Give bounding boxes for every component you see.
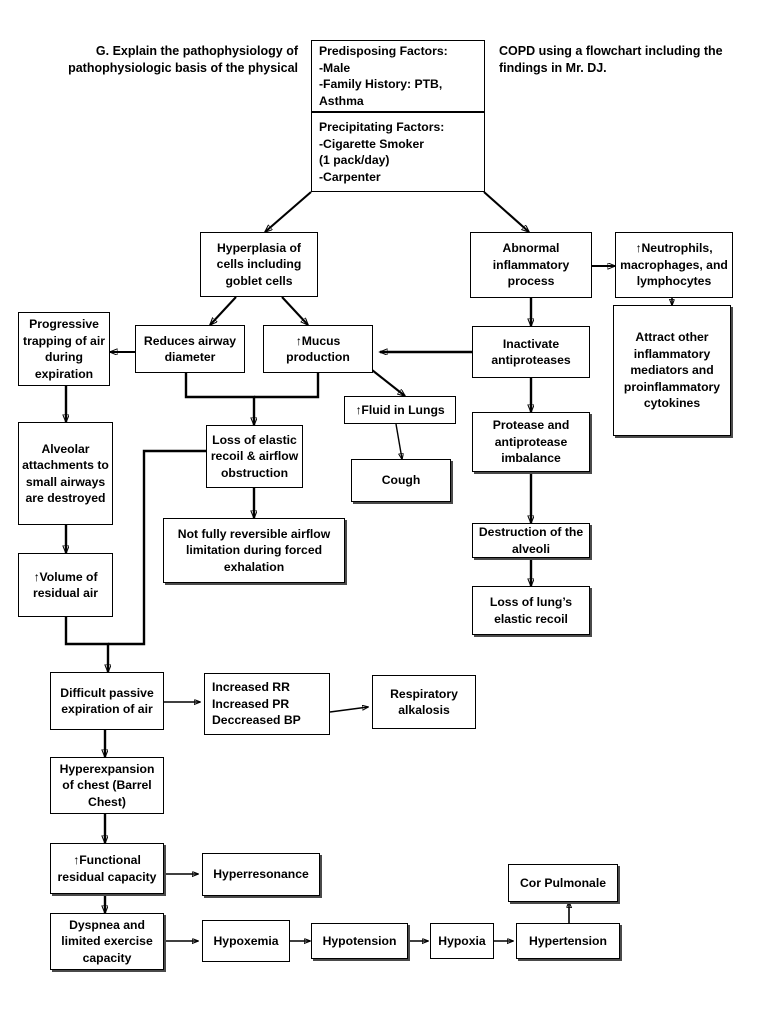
node-label: ↑Functional residual capacity: [57, 853, 157, 884]
node-label: Inactivate antiproteases: [491, 336, 571, 368]
node-label: Loss of lung’s elastic recoil: [489, 595, 573, 626]
node-label: Cor Pulmonale: [519, 875, 606, 890]
node-hypotension[interactable]: Hypotension: [311, 923, 408, 959]
node-difficult-passive-expiration[interactable]: Difficult passive expiration of air: [50, 672, 164, 730]
node-functional-residual-capacity[interactable]: ↑Functional residual capacity: [50, 843, 164, 894]
node-loss-lung-elastic-recoil[interactable]: Loss of lung’s elastic recoil: [472, 586, 590, 635]
node-volume-residual-air[interactable]: ↑Volume of residual air: [18, 553, 113, 617]
node-reduces-airway-diameter[interactable]: Reduces airway diameter: [135, 325, 245, 373]
node-label: Increased RR Increased PR Deccreased BP: [212, 680, 301, 728]
node-respiratory-alkalosis[interactable]: Respiratory alkalosis: [372, 675, 476, 729]
node-hypertension[interactable]: Hypertension: [516, 923, 620, 959]
node-label: Cough: [381, 473, 421, 488]
node-destruction-of-alveoli[interactable]: Destruction of the alveoli: [472, 523, 590, 558]
node-label: Protease and antiprotease imbalance: [492, 418, 570, 466]
node-label: ↑Mucus production: [286, 333, 350, 365]
node-label: Respiratory alkalosis: [390, 686, 458, 718]
node-label: Difficult passive expiration of air: [60, 685, 154, 717]
node-label: Hyperresonance: [213, 867, 309, 882]
node-predisposing-factors[interactable]: Predisposing Factors: -Male -Family Hist…: [311, 40, 485, 112]
node-hyperexpansion-barrel-chest[interactable]: Hyperexpansion of chest (Barrel Chest): [50, 757, 164, 814]
node-abnormal-inflammatory-process[interactable]: Abnormal inflammatory process: [470, 232, 592, 298]
node-label: Destruction of the alveoli: [478, 525, 584, 556]
node-label: Hyperplasia of cells including goblet ce…: [216, 240, 302, 288]
node-label: Reduces airway diameter: [143, 333, 237, 365]
header-text-right: COPD using a flowchart including the fin…: [499, 44, 723, 75]
node-label: Hyperexpansion of chest (Barrel Chest): [59, 761, 155, 809]
node-label: ↑Neutrophils, macrophages, and lymphocyt…: [620, 241, 728, 289]
node-label: Alveolar attachments to small airways ar…: [22, 441, 109, 506]
node-label: Hypoxemia: [213, 933, 279, 948]
node-fluid-in-lungs[interactable]: ↑Fluid in Lungs: [344, 396, 456, 424]
node-alveolar-attachments-destroyed[interactable]: Alveolar attachments to small airways ar…: [18, 422, 113, 525]
node-hyperplasia[interactable]: Hyperplasia of cells including goblet ce…: [200, 232, 318, 297]
node-label: ↑Volume of residual air: [32, 569, 99, 601]
node-hypoxia[interactable]: Hypoxia: [430, 923, 494, 959]
header-text-left: G. Explain the pathophysiology of pathop…: [68, 44, 298, 75]
node-cor-pulmonale[interactable]: Cor Pulmonale: [508, 864, 618, 902]
node-loss-elastic-recoil-airflow-obstruction[interactable]: Loss of elastic recoil & airflow obstruc…: [206, 425, 303, 488]
node-label: Hypoxia: [438, 933, 486, 948]
node-label: Attract other inflammatory mediators and…: [623, 330, 721, 411]
node-inactivate-antiproteases[interactable]: Inactivate antiproteases: [472, 326, 590, 378]
node-label: Loss of elastic recoil & airflow obstruc…: [210, 432, 299, 480]
node-protease-antiprotease-imbalance[interactable]: Protease and antiprotease imbalance: [472, 412, 590, 472]
node-mucus-production[interactable]: ↑Mucus production: [263, 325, 373, 373]
node-precipitating-factors[interactable]: Precipitating Factors: -Cigarette Smoker…: [311, 112, 485, 192]
node-label: Progressive trapping of air during expir…: [23, 317, 105, 381]
node-attract-mediators[interactable]: Attract other inflammatory mediators and…: [613, 305, 731, 436]
node-label: Predisposing Factors: -Male -Family Hist…: [319, 44, 448, 108]
node-label: Not fully reversible airflow limitation …: [177, 526, 331, 574]
node-label: Dyspnea and limited exercise capacity: [61, 917, 153, 965]
node-neutrophils-macrophages-lymphocytes[interactable]: ↑Neutrophils, macrophages, and lymphocyt…: [615, 232, 733, 298]
node-cough[interactable]: Cough: [351, 459, 451, 502]
node-label: Precipitating Factors: -Cigarette Smoker…: [319, 120, 445, 184]
node-label: Hypertension: [529, 933, 607, 948]
node-hypoxemia[interactable]: Hypoxemia: [202, 920, 290, 962]
node-hyperresonance[interactable]: Hyperresonance: [202, 853, 320, 896]
node-not-fully-reversible-airflow-limitation[interactable]: Not fully reversible airflow limitation …: [163, 518, 345, 583]
node-label: Abnormal inflammatory process: [492, 241, 570, 289]
node-progressive-trapping[interactable]: Progressive trapping of air during expir…: [18, 312, 110, 386]
node-label: ↑Fluid in Lungs: [355, 402, 445, 417]
node-dyspnea-limited-exercise[interactable]: Dyspnea and limited exercise capacity: [50, 913, 164, 970]
node-label: Hypotension: [322, 933, 397, 948]
node-vital-signs[interactable]: Increased RR Increased PR Deccreased BP: [204, 673, 330, 735]
